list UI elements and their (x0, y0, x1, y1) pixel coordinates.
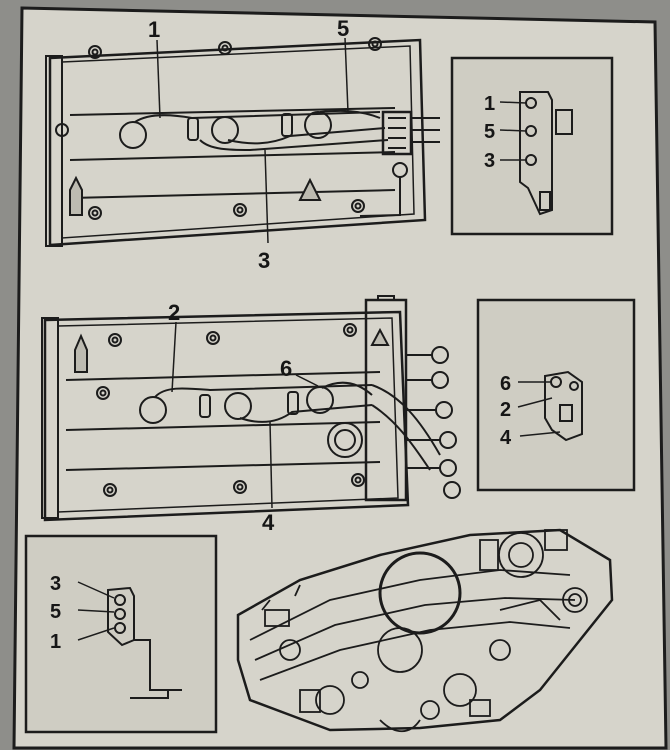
bottom-inset-slot-5: 5 (50, 601, 61, 623)
top-callout-5: 5 (337, 16, 349, 41)
middle-inset-frame (476, 298, 636, 492)
middle-inset-slot-6: 6 (500, 373, 511, 395)
bottom-inset-slot-3: 3 (50, 573, 61, 595)
middle-callout-4: 4 (262, 510, 275, 535)
top-inset-slot-1: 1 (484, 93, 495, 115)
bottom-inset-leaders (77, 581, 115, 641)
cable-clip-icon (107, 586, 182, 699)
middle-cover-view (41, 295, 461, 522)
cable-clip-icon (519, 91, 573, 216)
top-inset-slot-5: 5 (484, 121, 495, 143)
bottom-inset-slot-1: 1 (50, 631, 61, 653)
middle-inset-leaders (517, 381, 561, 437)
top-cover-view (45, 37, 440, 247)
engine-assembly-icon (236, 528, 614, 733)
middle-inset-slot-2: 2 (500, 399, 511, 421)
cable-clip-icon (544, 370, 583, 442)
top-callout-3: 3 (258, 248, 270, 273)
top-inset-slot-3: 3 (484, 150, 495, 172)
top-inset-leaders (499, 101, 527, 161)
spark-plug-icon (69, 175, 83, 216)
top-callout-1: 1 (148, 17, 160, 42)
top-inset-frame (450, 56, 614, 236)
middle-inset-slot-4: 4 (500, 427, 512, 449)
middle-callout-6: 6 (280, 356, 292, 381)
middle-callout-2: 2 (168, 300, 180, 325)
bottom-inset-frame (24, 534, 218, 734)
middle-callout-leaders (171, 321, 319, 509)
top-callout-leaders (156, 37, 349, 244)
